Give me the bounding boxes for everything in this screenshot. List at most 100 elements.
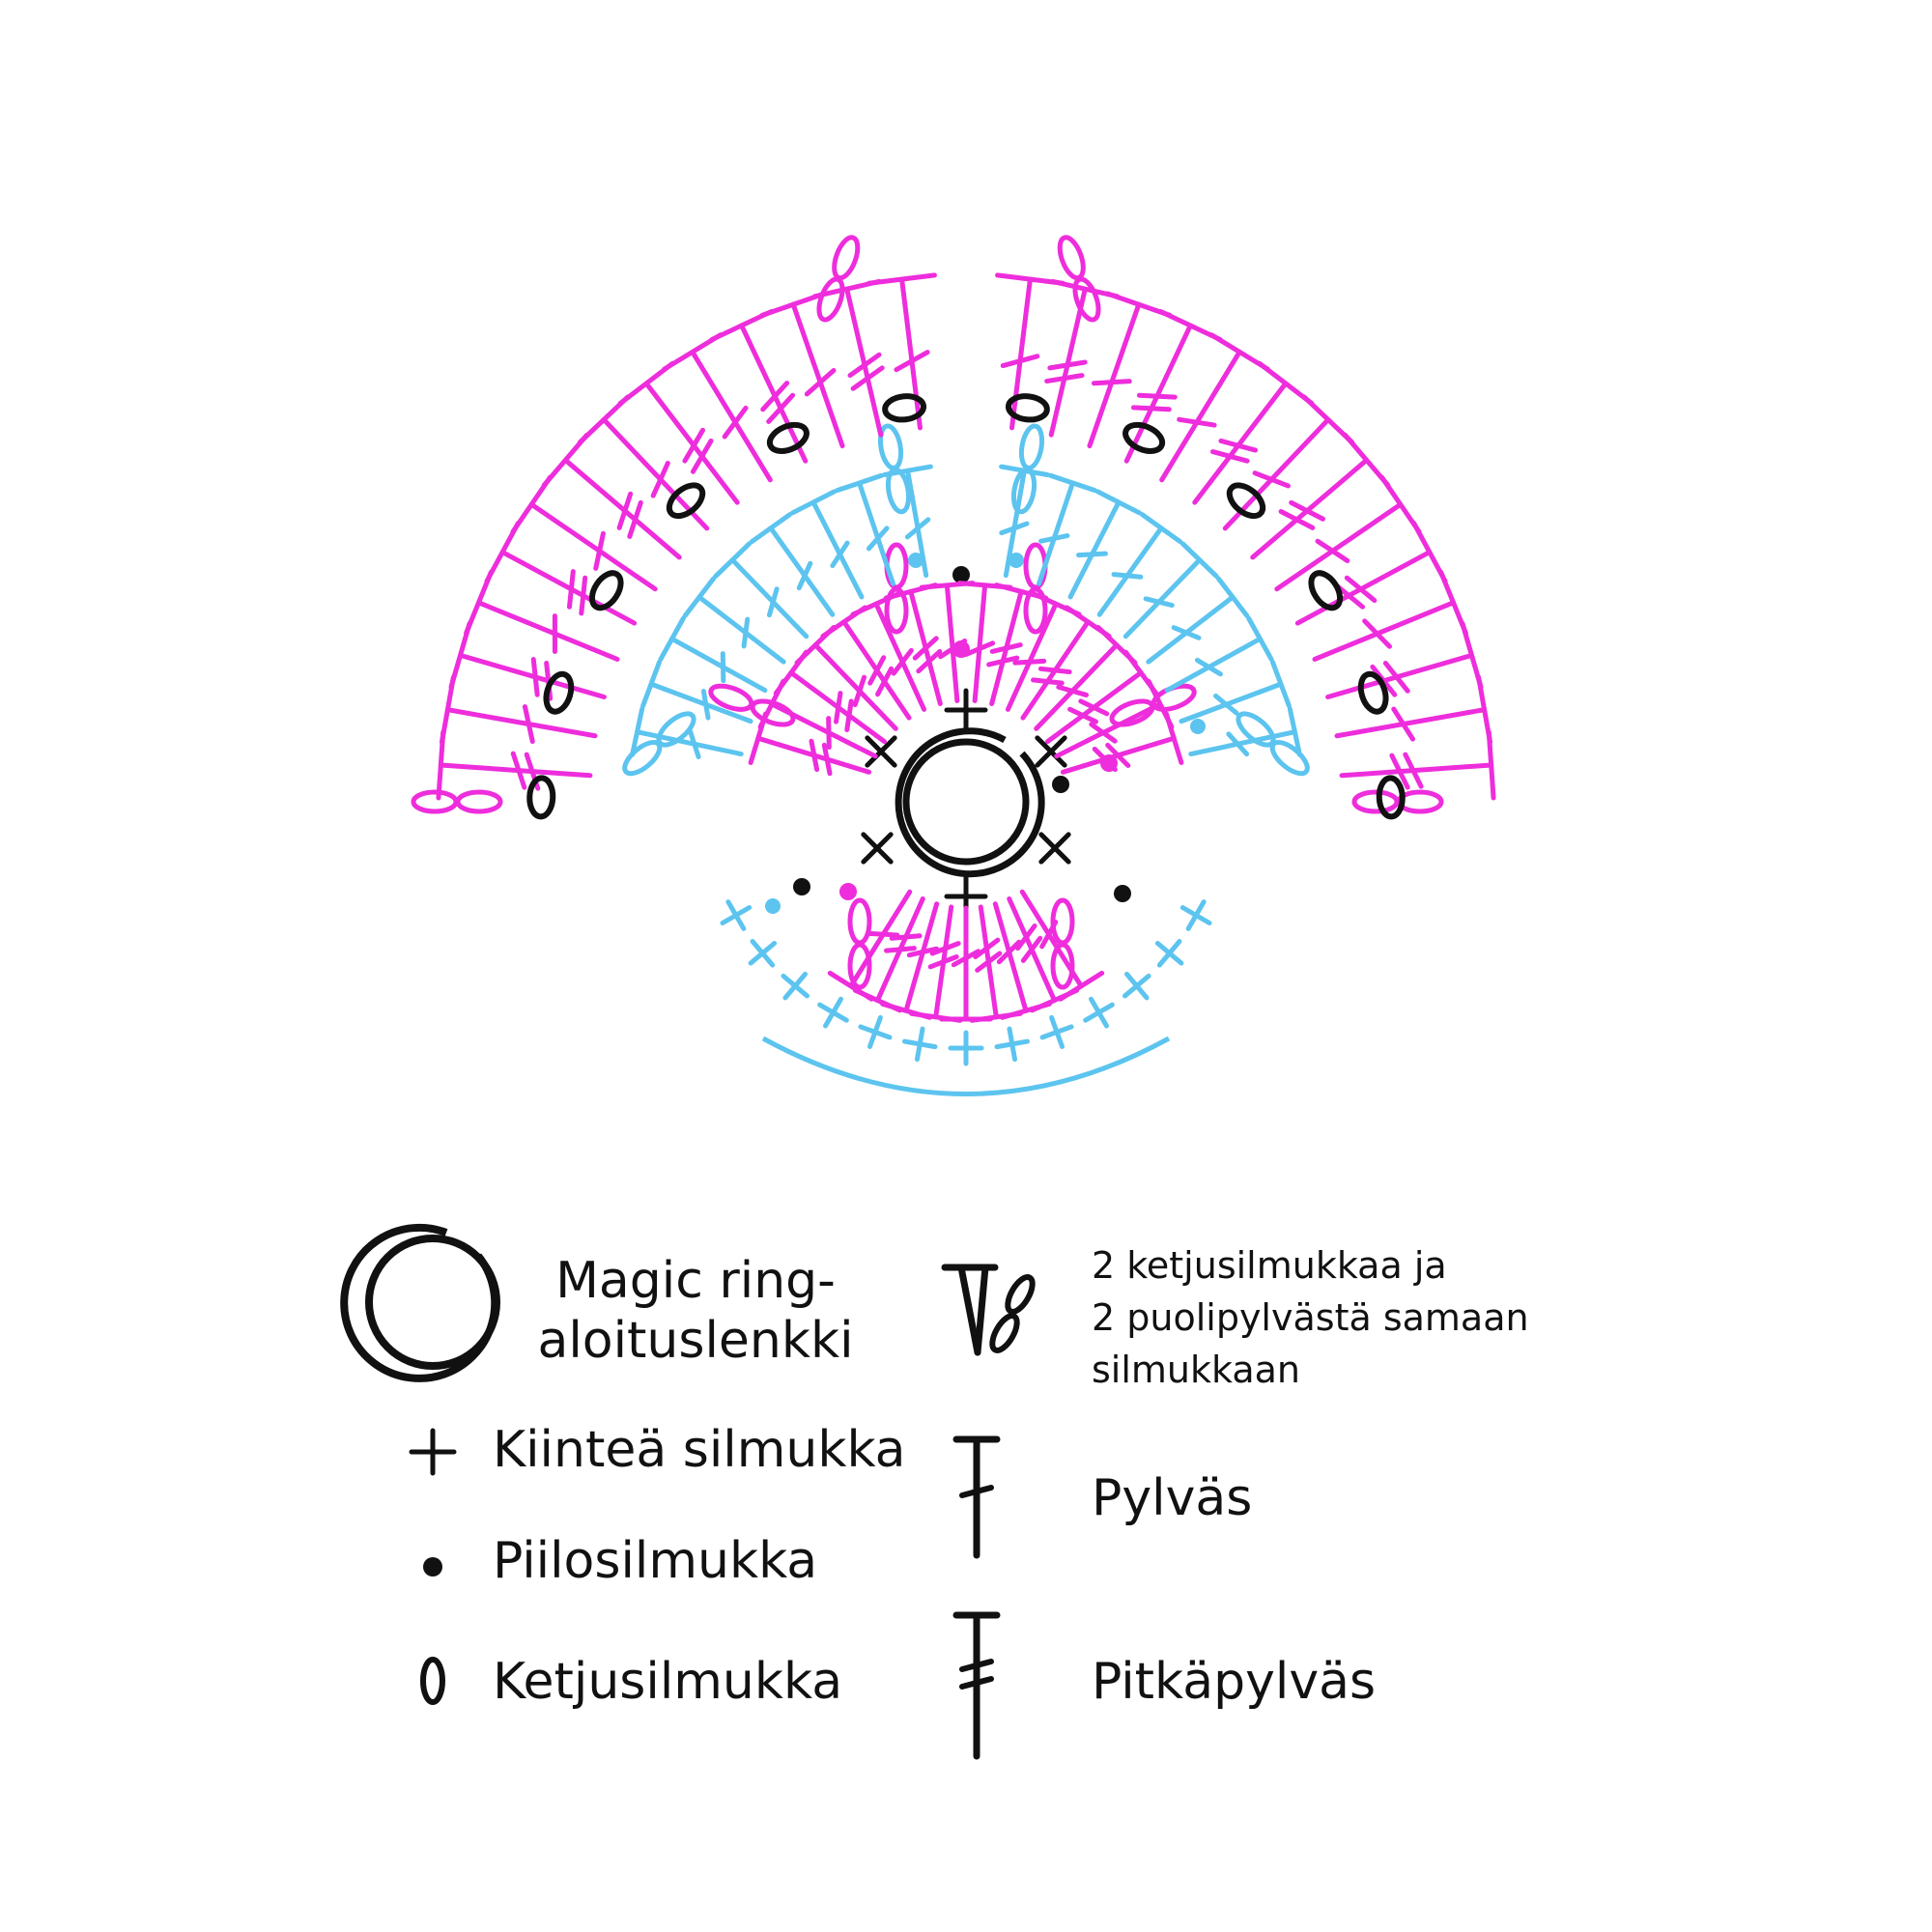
tr-symbol [909,904,963,1023]
dc-symbol [1067,489,1143,600]
slip-stitch-dot [765,898,781,914]
magic-ring-icon [902,738,1030,866]
chain-symbol [1357,670,1389,715]
single-crochet-symbol [944,688,988,732]
chain-pair-symbol [1236,711,1310,777]
single-crochet-symbol [861,832,894,865]
single-crochet-symbol [858,1014,893,1049]
tr-symbol [436,729,593,801]
chain-symbol [750,698,796,727]
chain-pair-symbol [622,711,696,777]
chain-symbol [832,235,861,281]
chain-symbol [766,421,810,454]
slip-stitch-dot [793,878,810,895]
chain-symbol [526,775,556,820]
single-crochet-symbol [1083,996,1115,1029]
dc-symbol [835,472,895,586]
chain-pair-symbol [1057,235,1101,323]
chain-symbol [1050,897,1075,946]
tr-icon [952,1611,1001,1760]
chain-symbol [1308,570,1344,611]
dc-symbol [1188,706,1302,757]
slip-stitch-dot [1114,885,1131,902]
legend-ch2-hdc2-line2: 2 puolipylvästä samaan [1092,1296,1529,1339]
dc-symbol [1179,659,1292,724]
tr-symbol [1325,621,1484,699]
slip-stitch-dot [1052,776,1069,793]
chain-symbol [847,897,872,946]
tr-symbol [1339,729,1496,801]
dc-icon [952,1435,1001,1559]
dc-symbol [1037,472,1097,586]
dc-symbol [749,512,836,617]
blue-sc-arc [761,1036,1171,1096]
dc-symbol [682,576,786,665]
single-crochet-symbol [865,735,897,768]
tr-symbol [969,904,1023,1023]
chain-symbol [1057,235,1086,281]
dc-symbol [1164,615,1274,694]
tr-symbol [1250,432,1391,560]
chain-symbol [816,276,845,323]
single-crochet-symbol [1039,1014,1074,1049]
single-crochet-symbol [781,971,810,1001]
legend-magic-ring-line2: aloituslenkki [537,1312,854,1370]
chain-pair-symbol [1050,897,1075,990]
chain-symbol [1351,789,1400,814]
slip-stitch-dot [1009,553,1024,568]
chain-pair-symbol [877,423,912,515]
chain-symbol [1109,698,1155,727]
chain-symbol [708,683,754,712]
magic-ring-tail [895,727,1045,878]
dc-symbol [510,474,658,592]
chain-symbol [882,393,927,423]
dc-symbol [577,394,710,531]
chain-pair-symbol [411,789,503,814]
chain-symbol [543,670,575,715]
chain-symbol [989,1313,1020,1353]
legend-magic-ring-label: Magic ring- aloituslenkki [522,1251,869,1371]
dc-symbol [658,615,768,694]
single-crochet-symbol [1154,939,1184,968]
tr-symbol [811,278,885,438]
tr-symbol [1060,711,1184,775]
single-crochet-symbol [748,939,778,968]
tr-symbol [1192,360,1315,505]
legend-ch2-hdc2-line1: 2 ketjusilmukkaa ja [1092,1244,1447,1287]
chain-symbol [622,739,663,777]
chain-symbol [1226,482,1266,520]
legend-dc-label: Pylväs [1092,1469,1253,1527]
chain-symbol [1018,423,1045,470]
slip-stitch-dot [839,883,857,900]
single-crochet-symbol [1035,735,1067,768]
chain-symbol [1072,276,1101,323]
single-crochet-symbol [409,1428,457,1476]
chain-symbol [455,789,503,814]
legend-ch2-hdc2-label: 2 ketjusilmukkaa ja 2 puolipylvästä sama… [1092,1239,1529,1396]
tr-symbol [748,711,872,777]
chain-symbol [666,482,706,520]
dc-symbol [1087,291,1173,449]
single-crochet-symbol [1122,971,1151,1001]
chart-symbols [411,235,1496,1096]
chain-symbol [847,942,872,990]
chain-symbol [877,423,904,470]
tr-symbol [541,432,682,560]
dc-symbol [1274,474,1422,592]
slip-stitch-dot [952,566,970,583]
single-crochet-symbol [1038,832,1071,865]
chain-symbol [588,570,624,611]
tr-symbol [1007,895,1080,1013]
chain-pair-symbol [816,235,861,323]
tr-symbol [617,360,740,505]
dc-symbol [713,541,810,639]
slip-stitch-dot [1190,719,1206,734]
dc-symbol [956,581,1013,703]
chain-pair-symbol [847,897,872,990]
tr-symbol [820,605,912,721]
slip-stitch-dot [423,1557,442,1577]
chain-symbol [1005,393,1050,423]
chain-symbol [1376,775,1406,820]
magic-ring-tail-icon [340,1223,499,1382]
